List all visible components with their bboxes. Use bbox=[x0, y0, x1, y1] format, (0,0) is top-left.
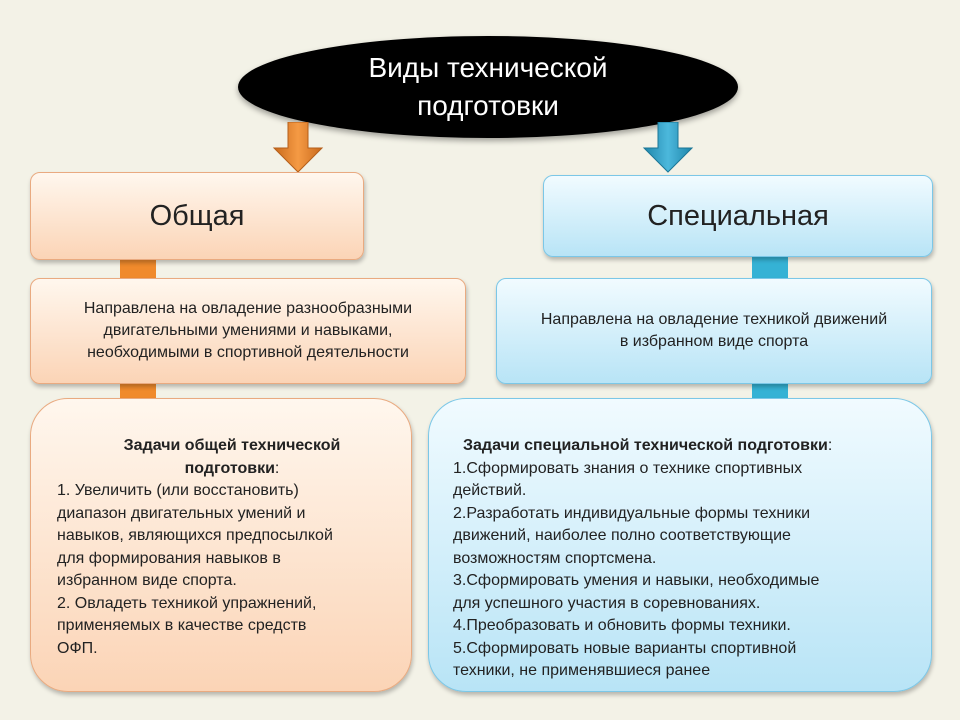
general-description-line: двигательными умениями и навыками, bbox=[103, 322, 393, 339]
title-line-2: подготовки bbox=[417, 90, 559, 121]
general-task-line: 2. Овладеть техникой упражнений, bbox=[57, 594, 317, 612]
special-task-line: техники, не применявшиеся ранее bbox=[453, 662, 711, 679]
special-task-line: 2.Разработать индивидуальные формы техни… bbox=[453, 504, 811, 522]
general-task-line: навыков, являющихся предпосылкой bbox=[57, 527, 333, 544]
special-tasks-title: Задачи специальной технической подготовк… bbox=[453, 435, 913, 458]
special-tasks-title-text: Задачи специальной технической подготовк… bbox=[463, 437, 828, 454]
general-tasks-title: Задачи общей технической подготовки: bbox=[57, 435, 387, 480]
general-task-line: для формирования навыков в bbox=[57, 549, 281, 567]
title-line-1: Виды технической bbox=[368, 52, 608, 83]
general-task-line: ОФП. bbox=[57, 639, 98, 657]
special-task-line: 1.Сформировать знания о технике спортивн… bbox=[453, 459, 803, 477]
arrow-down-general-icon bbox=[272, 122, 324, 174]
special-heading-box: Специальная bbox=[543, 175, 933, 257]
arrow-down-special-icon bbox=[642, 122, 694, 174]
special-task-line: 5.Сформировать новые варианты спортивной bbox=[453, 639, 797, 657]
general-description-box: Направлена на овладение разнообразными д… bbox=[30, 278, 466, 384]
general-task-line: 1. Увеличить (или восстановить) bbox=[57, 482, 299, 499]
special-heading: Специальная bbox=[647, 199, 829, 232]
special-task-line: 4.Преобразовать и обновить формы техники… bbox=[453, 617, 791, 634]
diagram-title: Виды технической подготовки bbox=[323, 49, 653, 125]
special-task-line: для успешного участия в соревнованиях. bbox=[453, 594, 761, 612]
general-description-line: Направлена на овладение разнообразными bbox=[83, 300, 413, 317]
general-description-line: необходимыми в спортивной деятельности bbox=[87, 344, 409, 361]
general-tasks-title-line: Задачи общей технической bbox=[123, 437, 341, 454]
general-task-line: применяемых в качестве средств bbox=[57, 617, 307, 634]
special-tasks-box: Задачи специальной технической подготовк… bbox=[428, 398, 932, 692]
general-description: Направлена на овладение разнообразными д… bbox=[84, 298, 412, 364]
general-tasks-box: Задачи общей технической подготовки: 1. … bbox=[30, 398, 412, 692]
special-description-line: в избранном виде спорта bbox=[619, 333, 809, 350]
general-heading-box: Общая bbox=[30, 172, 364, 260]
general-tasks-title-colon: : bbox=[274, 459, 280, 477]
special-tasks-title-colon: : bbox=[827, 437, 833, 454]
special-task-line: 3.Сформировать умения и навыки, необходи… bbox=[453, 572, 820, 589]
general-task-line: диапазон двигательных умений и bbox=[57, 504, 306, 522]
general-tasks-list: 1. Увеличить (или восстановить) диапазон… bbox=[57, 480, 387, 660]
special-task-line: действий. bbox=[453, 482, 527, 499]
special-description: Направлена на овладение техникой движени… bbox=[541, 309, 887, 353]
general-task-line: избранном виде спорта. bbox=[57, 572, 237, 589]
title-ellipse: Виды технической подготовки bbox=[238, 36, 738, 138]
general-tasks-title-line: подготовки bbox=[184, 459, 275, 477]
special-description-line: Направлена на овладение техникой движени… bbox=[540, 311, 888, 328]
general-heading: Общая bbox=[149, 199, 245, 232]
special-tasks-list: 1.Сформировать знания о технике спортивн… bbox=[453, 458, 913, 683]
special-task-line: движений, наиболее полно соответствующие bbox=[453, 527, 791, 544]
special-description-box: Направлена на овладение техникой движени… bbox=[496, 278, 932, 384]
special-task-line: возможностям спортсмена. bbox=[453, 549, 657, 567]
